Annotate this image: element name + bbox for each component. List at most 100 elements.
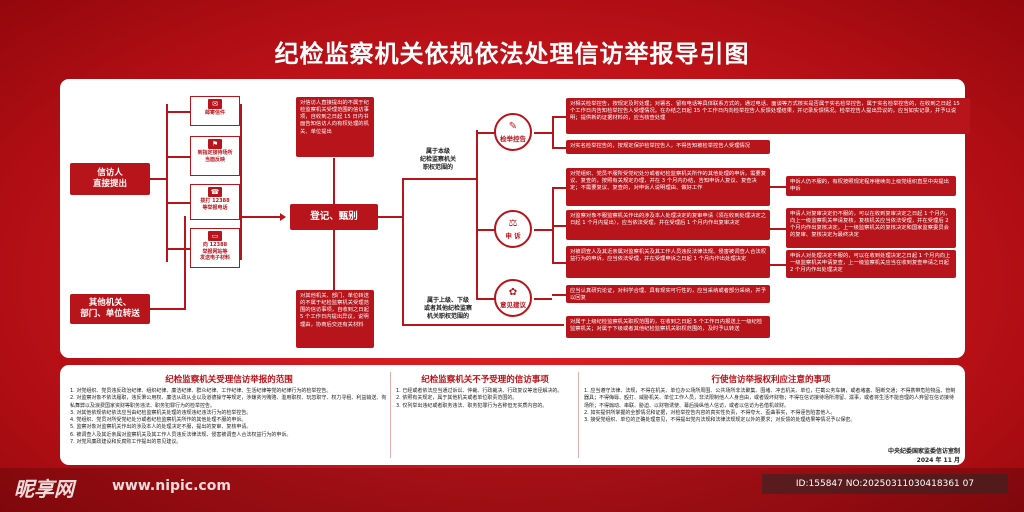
connector xyxy=(552,225,566,227)
connector xyxy=(552,187,554,262)
connector xyxy=(552,262,566,264)
channel-box: ✉邮寄信件 xyxy=(190,96,240,126)
column-divider xyxy=(390,372,391,458)
computer-icon: ▭ xyxy=(208,231,222,241)
category-label: 申 诉 xyxy=(505,232,521,240)
channel-box: ▭向 12388 举报网站等 发送电子材料 xyxy=(190,228,240,268)
bottom-note: 对其他机关、部门、单位转送的不属于纪检监察机关受理范围的信访事项，自收到之日起 … xyxy=(296,290,374,348)
connector xyxy=(333,230,335,290)
category-1: ✎ 检举控告 xyxy=(494,113,532,151)
connector xyxy=(552,294,566,296)
category-note: 对被调查人及其近亲属对监察机关及其工作人员违反法律法规、侵害被调查人合法权益行为… xyxy=(566,246,770,278)
section-item: 3. 接受党组织、单位的正确处理意见，不得提出党内法规和法律法规规定以外的要求；… xyxy=(584,417,856,423)
section-item: 1. 已经或者依法应当通过诉讼、仲裁、行政裁决、行政复议等途径解决的。 xyxy=(396,388,563,394)
connector xyxy=(770,264,786,266)
connector xyxy=(534,132,552,134)
watermark-id: ID:155847 NO:20250311030418361 07 xyxy=(762,474,1008,494)
top-note: 对信访人直接提出的不属于纪检监察机关受理范围的信访事项，自收到之日起 15 日内… xyxy=(296,97,374,157)
petitioner-box: 信访人 直接提出 xyxy=(70,163,150,195)
section-item: 3. 仅列举出违纪或者职务违法、职务犯罪行为名称但无实质内容的。 xyxy=(396,402,548,409)
register-box: 登记、甄别 xyxy=(290,204,378,230)
connector xyxy=(402,324,564,326)
connector xyxy=(770,186,786,188)
notes-panel xyxy=(60,365,965,465)
connector xyxy=(476,132,496,134)
channel-box: ⚑到指定接待场所 当面反映 xyxy=(190,136,240,176)
watermark-logo: 昵享网 xyxy=(14,477,74,501)
appeal-followup-note: 申诉人对处理决定不服的，可以在收到处理决定之日起 1 个月内向上一级监察机关申请… xyxy=(786,250,956,278)
channel-label: 拨打 12388 等举报电话 xyxy=(200,198,230,211)
section-item: 4. 党组织、党员对所受党纪处分或者纪检监察机关所作的其他处理不服的申诉。 xyxy=(70,417,247,423)
connector xyxy=(402,178,476,180)
branch-upper-label: 属于本级 纪检监察机关 职权范围的 xyxy=(419,148,456,171)
person-icon: ⚑ xyxy=(208,139,222,149)
suggestion-icon: ✿ xyxy=(508,287,518,298)
connector xyxy=(552,116,554,147)
category-3: ✿ 意见建议 xyxy=(494,279,532,317)
connector xyxy=(770,228,786,230)
category-note: 对监察对象不服监察机关作出的涉及本人处理决定的复审申请（须在收到处理决定之日起 … xyxy=(566,210,770,240)
connector xyxy=(184,216,186,310)
category-note: 对实名检举控告的，按规定保护检举控告人，不得告知被检举控告人受理情况 xyxy=(566,140,770,154)
section-list: 1. 对党组织、党员违反政治纪律、组织纪律、廉洁纪律、群众纪律、工作纪律、生活纪… xyxy=(70,388,388,446)
section-item: 2. 对监察对象不依法履职，违反秉公用权、廉洁从政从业以及道德操守等规定，涉嫌贪… xyxy=(70,395,387,409)
report-icon: ✎ xyxy=(508,121,518,132)
connector xyxy=(552,147,566,149)
other-agencies-box: 其他机关、 部门、单位转送 xyxy=(70,294,150,324)
section-title: 纪检监察机关不予受理的信访事项 xyxy=(421,375,549,385)
page-title: 纪检监察机关依规依法处理信访举报导引图 xyxy=(274,40,750,68)
channel-box: ☎拨打 12388 等举报电话 xyxy=(190,184,240,220)
connector xyxy=(534,298,552,300)
connector xyxy=(552,116,566,118)
appeal-followup-note: 申请人对复审决定仍不服的，可以在收到复审决定之日起 1 个月内，向上一级监察机关… xyxy=(786,208,956,248)
connector xyxy=(168,248,190,250)
connector xyxy=(552,187,566,189)
connector xyxy=(476,229,496,231)
connector xyxy=(240,104,242,260)
connector xyxy=(168,111,190,113)
issuer-sign: 中央纪委国家监委信访室制 xyxy=(887,448,960,455)
phone-icon: ☎ xyxy=(208,187,222,197)
connector xyxy=(476,130,478,300)
section-item: 7. 对党风廉政建设和反腐败工作提出的意见建议。 xyxy=(70,438,182,445)
channel-label: 到指定接待场所 当面反映 xyxy=(197,150,233,163)
connector xyxy=(168,202,190,204)
connector xyxy=(402,178,404,324)
section-item: 5. 监察对象对监察机关作出的涉及本人的处理决定不服，提出的复审、复核申请。 xyxy=(70,424,252,431)
appeal-icon: ⚖ xyxy=(508,218,518,229)
section-list: 1. 已经或者依法应当通过诉讼、仲裁、行政裁决、行政复议等途径解决的。2. 依照… xyxy=(396,388,574,410)
section-item: 1. 对党组织、党员违反政治纪律、组织纪律、廉洁纪律、群众纪律、工作纪律、生活纪… xyxy=(70,388,332,394)
connector xyxy=(166,104,168,262)
appeal-followup-note: 申诉人仍不服的，有权按照规定程序继续向上级党组织直至中央提出申诉 xyxy=(786,176,956,196)
connector xyxy=(150,308,186,310)
section-item: 1. 应当遵守法律、法规，不得在机关、单位办公场所周围、公共场所非法聚集、围堵、… xyxy=(584,388,956,409)
connector xyxy=(150,178,168,180)
section-title: 行使信访举报权利应注意的事项 xyxy=(711,375,831,385)
watermark-url: www.nipic.com xyxy=(112,478,231,494)
section-item: 2. 依照有关规定，属于其他机关或者单位职责范围的。 xyxy=(396,395,518,402)
category-note: 对相关检举控告，按规定及时处理；对署名、留有电话等具体联系方式的，通过电话、面谈… xyxy=(566,98,970,134)
category-note: 应当认真研究论证，对科学合理、具有现实可行性的，应当采纳或者部分采纳，并予以回复 xyxy=(566,285,770,303)
issue-date: 2024 年 11 月 xyxy=(916,457,960,464)
envelope-icon: ✉ xyxy=(208,99,222,109)
connector xyxy=(534,229,552,231)
connector xyxy=(333,158,335,204)
connector xyxy=(168,156,190,158)
transfer-note: 对属于上级纪检监察机关职权范围的，在收到之日起 5 个工作日内报送上一级纪检监察… xyxy=(566,316,770,338)
connector xyxy=(240,216,284,218)
section-item: 2. 如实提供所掌握的全部情况和证据，对检举控告内容的真实性负责，不得夸大、歪曲… xyxy=(584,409,836,416)
category-label: 意见建议 xyxy=(500,301,526,309)
section-item: 3. 对其他依规依纪依法应当由纪检监察机关处理的违规违纪违法行为的检举控告。 xyxy=(70,409,252,416)
connector xyxy=(476,298,496,300)
section-item: 6. 被调查人及其近亲属对监察机关及其工作人员违反法律法规、侵害被调查人合法权益… xyxy=(70,431,292,438)
section-title: 纪检监察机关受理信访举报的范围 xyxy=(165,375,293,385)
category-note: 对党组织、党员不服所受党纪处分或者纪检监察机关所作的其他处理的申诉，需要复议、复… xyxy=(566,168,770,206)
connector xyxy=(378,216,404,218)
category-2: ⚖ 申 诉 xyxy=(494,210,532,248)
section-list: 1. 应当遵守法律、法规，不得在机关、单位办公场所周围、公共场所非法聚集、围堵、… xyxy=(584,388,958,424)
branch-lower-label: 属于上级、下级 或者其他纪检监察 机关职权范围的 xyxy=(423,297,472,320)
channel-label: 邮寄信件 xyxy=(204,110,225,116)
column-divider xyxy=(578,372,579,458)
category-label: 检举控告 xyxy=(500,135,526,143)
channel-label: 向 12388 举报网站等 发送电子材料 xyxy=(199,242,230,261)
